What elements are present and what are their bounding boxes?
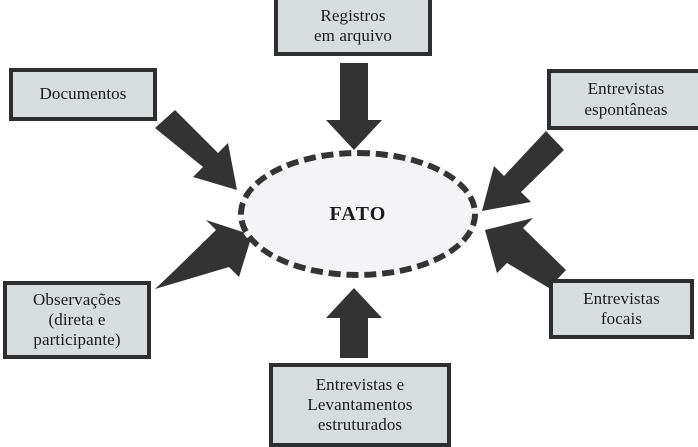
arrow-observacoes-to-fato bbox=[155, 220, 252, 289]
center-node-label: FATO bbox=[329, 202, 387, 225]
arrow-focais-to-fato bbox=[485, 218, 566, 288]
arrow-documentos-to-fato bbox=[155, 110, 237, 190]
source-box-entrevistas-espontaneas: Entrevistas espontâneas bbox=[547, 69, 698, 130]
source-box-entrevistas-focais-label: Entrevistas focais bbox=[583, 288, 660, 328]
source-box-registros-label: Registros em arquivo bbox=[314, 5, 392, 45]
source-box-entrevistas-focais: Entrevistas focais bbox=[549, 279, 694, 339]
source-box-observacoes: Observações (direta e participante) bbox=[3, 281, 151, 359]
source-box-entrevistas-levantamentos-estruturados: Entrevistas e Levantamentos estruturados bbox=[269, 363, 451, 447]
source-box-entrevistas-espontaneas-label: Entrevistas espontâneas bbox=[584, 79, 668, 119]
source-box-registros: Registros em arquivo bbox=[274, 0, 432, 56]
arrow-espontaneas-to-fato bbox=[482, 131, 564, 211]
source-box-entrevistas-levantamentos-estruturados-label: Entrevistas e Levantamentos estruturados bbox=[307, 374, 413, 435]
source-box-observacoes-label: Observações (direta e participante) bbox=[33, 289, 121, 350]
arrow-estruturadas-to-fato bbox=[326, 288, 382, 358]
source-box-documentos: Documentos bbox=[9, 68, 157, 121]
arrow-registros-to-fato bbox=[326, 63, 382, 150]
source-box-documentos-label: Documentos bbox=[39, 84, 127, 104]
center-node-fato: FATO bbox=[238, 150, 478, 278]
